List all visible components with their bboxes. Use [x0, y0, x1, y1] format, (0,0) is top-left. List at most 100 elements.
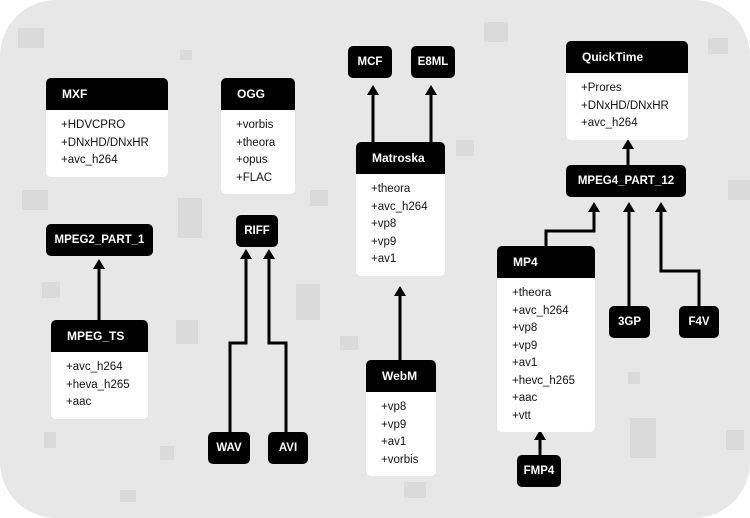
edge-f4v-mpeg4	[655, 202, 701, 306]
node-riff[interactable]: RIFF	[236, 215, 278, 247]
node-item: +DNxHD/DNxHR	[61, 136, 149, 149]
node-item: +vp9	[381, 418, 407, 431]
node-wav[interactable]: WAV	[208, 432, 250, 464]
node-title: MPEG_TS	[51, 320, 148, 352]
node-item: +DNxHD/DNxHR	[581, 99, 669, 112]
node-mp4[interactable]: MP4 +theora +avc_h264 +vp8 +vp9 +av1 +he…	[497, 246, 595, 432]
background-block	[120, 490, 136, 502]
edge-mpegts-mpeg2	[93, 259, 105, 320]
node-title: WAV	[208, 432, 250, 464]
node-item: +aac	[512, 392, 538, 404]
node-title: MXF	[46, 78, 168, 110]
node-f4v[interactable]: F4V	[679, 306, 719, 338]
arrowhead	[534, 430, 546, 440]
background-block	[176, 320, 198, 344]
background-block	[160, 446, 174, 460]
connector-line	[228, 256, 248, 432]
edge-matroska-mcf	[367, 85, 379, 142]
node-item: +vp9	[371, 235, 397, 248]
node-body: +vp8 +vp9 +av1 +vorbis	[366, 392, 436, 476]
node-item: +opus	[236, 154, 268, 166]
node-item: +HDVCPRO	[61, 119, 126, 131]
background-block	[484, 22, 508, 42]
node-item: +avc_h264	[371, 200, 428, 213]
node-webm[interactable]: WebM +vp8 +vp9 +av1 +vorbis	[366, 360, 436, 476]
node-title: WebM	[366, 360, 436, 392]
arrowhead	[367, 85, 379, 95]
arrowhead	[425, 85, 437, 95]
node-item: +theora	[512, 287, 552, 299]
arrowhead	[93, 259, 105, 269]
node-title: FMP4	[517, 455, 561, 487]
background-block	[456, 140, 474, 156]
edge-mpeg4-quicktime	[622, 139, 634, 165]
background-block	[628, 372, 640, 384]
node-item: +vtt	[512, 409, 531, 422]
edge-3gp-mpeg4	[623, 202, 635, 306]
node-item: +vp8	[512, 322, 538, 334]
background-block	[22, 190, 48, 210]
node-title: Matroska	[356, 142, 445, 174]
node-item: +FLAC	[236, 171, 273, 184]
node-mpeg4-part-12[interactable]: MPEG4_PART_12	[566, 165, 686, 197]
node-ebml[interactable]: E8ML	[411, 46, 455, 78]
node-item: +aac	[66, 396, 92, 408]
node-title: MPEG4_PART_12	[566, 165, 686, 197]
node-item: +avc_h264	[66, 361, 123, 373]
node-item: +avc_h264	[581, 117, 638, 129]
node-mpeg-ts[interactable]: MPEG_TS +avc_h264 +heva_h265 +aac	[51, 320, 148, 419]
background-block	[296, 284, 320, 320]
node-item: +hevc_h265	[512, 374, 575, 387]
node-body: +Prores +DNxHD/DNxHR +avc_h264	[566, 73, 688, 140]
arrowhead	[623, 202, 635, 212]
node-title: MPEG2_PART_1	[46, 224, 153, 256]
node-item: +av1	[512, 357, 538, 369]
node-avi[interactable]: AVI	[268, 432, 308, 464]
background-block	[310, 190, 328, 206]
node-item: +theora	[371, 183, 411, 195]
node-body: +theora +avc_h264 +vp8 +vp9 +av1	[356, 174, 445, 276]
node-body: +theora +avc_h264 +vp8 +vp9 +av1 +hevc_h…	[497, 278, 595, 432]
node-title: E8ML	[411, 46, 455, 78]
connector-line	[267, 256, 288, 432]
arrowhead	[240, 249, 252, 259]
node-mxf[interactable]: MXF +HDVCPRO +DNxHD/DNxHR +avc_h264	[46, 78, 168, 177]
node-3gp[interactable]: 3GP	[609, 306, 650, 338]
node-title: RIFF	[236, 215, 278, 247]
node-item: +vp8	[381, 401, 407, 413]
node-body: +avc_h264 +heva_h265 +aac	[51, 352, 148, 419]
node-fmp4[interactable]: FMP4	[517, 455, 561, 487]
node-title: AVI	[268, 432, 308, 464]
node-item: +av1	[381, 436, 407, 448]
node-body: +vorbis +theora +opus +FLAC	[221, 110, 295, 194]
arrowhead	[394, 286, 406, 296]
background-block	[178, 198, 202, 238]
edge-wav-riff	[228, 249, 252, 432]
node-mpeg2-part-1[interactable]: MPEG2_PART_1	[46, 224, 153, 256]
node-title: QuickTime	[566, 41, 688, 73]
node-body: +HDVCPRO +DNxHD/DNxHR +avc_h264	[46, 110, 168, 177]
node-item: +avc_h264	[512, 304, 569, 317]
node-title: 3GP	[609, 306, 650, 338]
node-item: +avc_h264	[61, 154, 118, 166]
background-block	[630, 418, 656, 458]
node-item: +vp8	[371, 218, 397, 230]
connector-line	[544, 209, 596, 246]
arrowhead	[655, 202, 667, 212]
background-block	[404, 482, 426, 498]
node-title: OGG	[221, 78, 295, 110]
node-item: +av1	[371, 253, 397, 265]
edge-webm-matroska	[394, 286, 406, 360]
background-block	[726, 430, 744, 450]
background-block	[44, 432, 56, 448]
node-matroska[interactable]: Matroska +theora +avc_h264 +vp8 +vp9 +av…	[356, 142, 445, 276]
background-block	[340, 336, 358, 350]
edge-matroska-ebml	[425, 85, 437, 142]
node-quicktime[interactable]: QuickTime +Prores +DNxHD/DNxHR +avc_h264	[566, 41, 688, 140]
node-ogg[interactable]: OGG +vorbis +theora +opus +FLAC	[221, 78, 295, 194]
edge-avi-riff	[263, 249, 288, 432]
node-mcf[interactable]: MCF	[348, 46, 392, 78]
node-title: MP4	[497, 246, 595, 278]
arrowhead	[588, 202, 600, 212]
